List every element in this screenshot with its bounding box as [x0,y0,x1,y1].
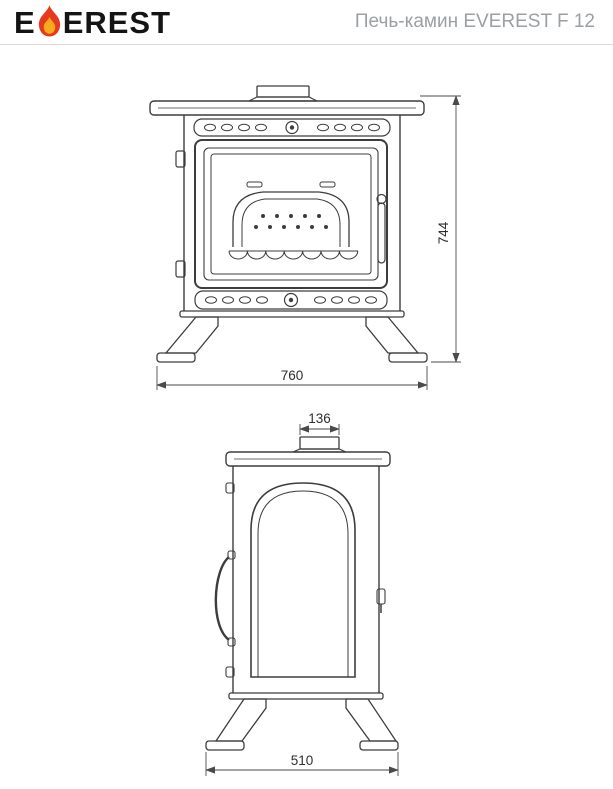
lower-ornament-dot [288,297,294,303]
handle-bracket-bottom [227,637,236,647]
side-dim-chimney [299,424,340,435]
logo-text-suffix: EREST [62,4,172,40]
side-view: 136 [205,411,399,776]
foot-pad-side-front [205,740,245,751]
hinge-bottom [175,260,186,278]
logo-text-prefix: E [14,4,36,40]
side-dim-depth [205,752,399,776]
dim-label-chimney-width: 136 [308,411,331,426]
hinge-pin-top [225,482,235,494]
lower-vent-band [194,290,388,310]
leg-front-left [164,316,219,354]
body-side [232,466,380,693]
door-glass [210,153,372,275]
door-frame-outer [194,139,388,289]
page-title: Печь-камин EVEREST F 12 [354,11,595,32]
side-panel-inner [257,490,349,678]
hinge-pin-bottom [225,666,235,678]
front-view: 744 760 [149,85,461,390]
foot-pad-right [388,352,428,363]
side-panel-outer [250,482,356,678]
scalloped-grate [228,250,359,260]
chimney-side [299,436,340,450]
firebox-vent-right [319,181,336,188]
base-plinth-side [228,692,384,700]
foot-pad-side-back [359,740,399,751]
upper-vent-slots [204,123,380,132]
door-handle-side [214,556,230,641]
dim-label-depth: 510 [291,753,314,768]
top-plate-side [225,451,391,467]
leg-front-right [365,316,420,354]
base-plinth-front [179,310,405,318]
log-guard-inner [241,198,341,247]
handle-bracket-top [227,550,236,560]
upper-ornament-dot [289,125,295,130]
header: E EREST Печь-камин EVEREST F 12 [0,0,613,45]
hinge-top [175,150,186,168]
leg-side-back [345,698,398,742]
air-holes [254,214,328,229]
top-plate-front [149,100,425,116]
front-dimensions [156,95,461,390]
door-handle-front [377,202,386,264]
upper-vent-band [193,118,391,137]
flame-icon [38,4,60,36]
everest-logo: E EREST [14,4,172,40]
body-front [183,115,401,311]
upper-ornament [285,120,299,135]
log-guard-outer [232,191,350,247]
dim-label-height-front: 744 [436,221,451,244]
lower-vent-slots [205,296,377,304]
leg-side-front [214,698,267,742]
lower-ornament [283,292,299,308]
latch-side [376,588,386,605]
firebox-vent-left [246,181,263,188]
dim-label-width-front: 760 [281,368,304,383]
foot-pad-left [156,352,196,363]
chimney-front [256,85,310,98]
